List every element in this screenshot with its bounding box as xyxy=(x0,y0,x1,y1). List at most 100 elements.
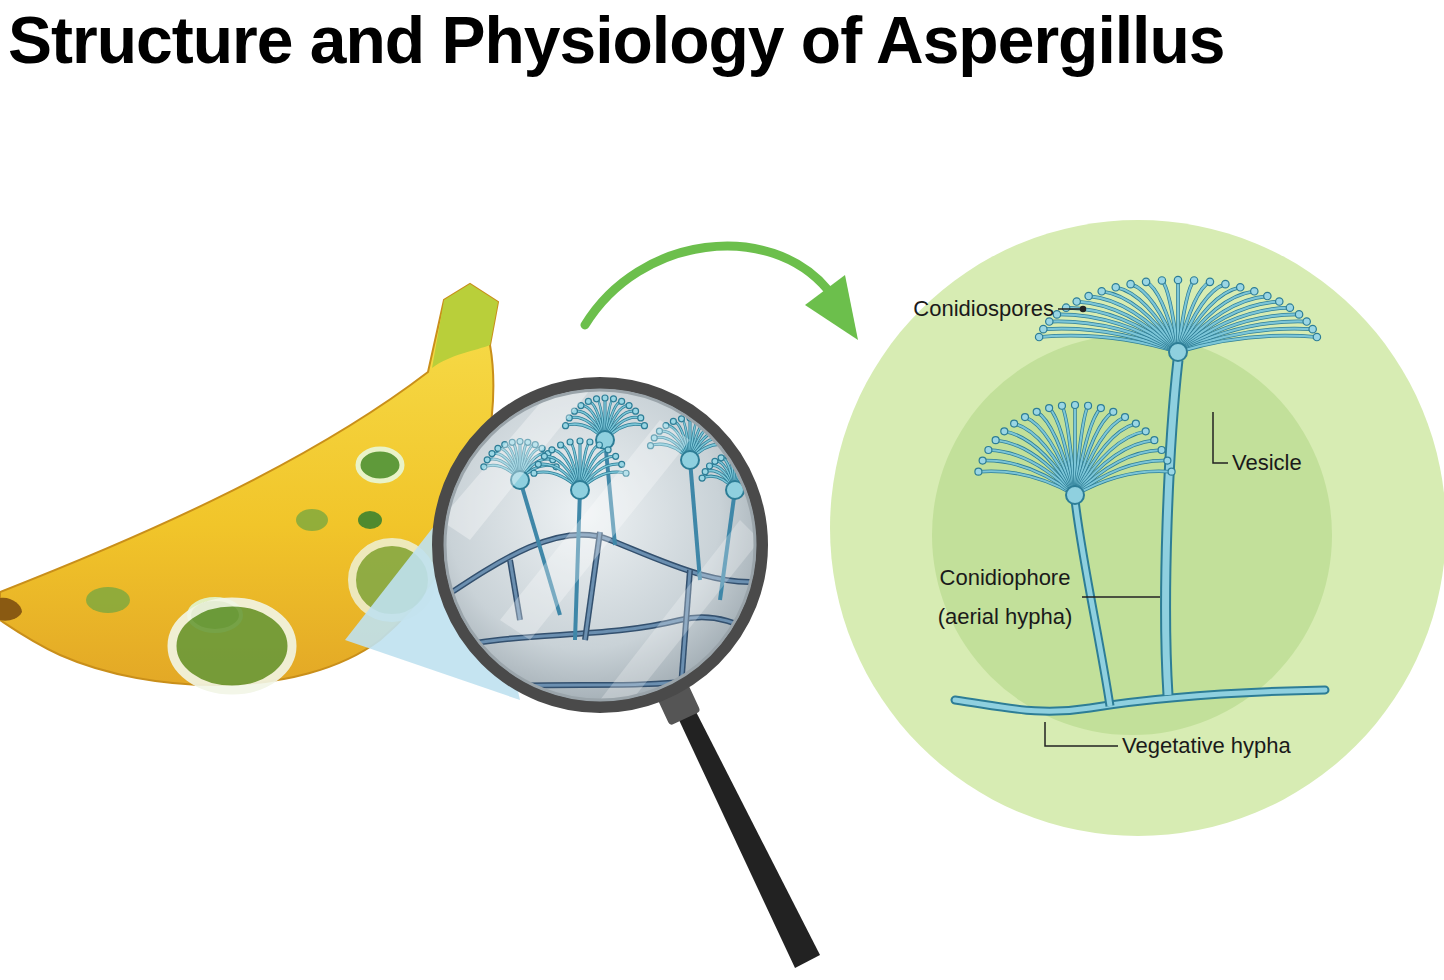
conidiospore xyxy=(1073,298,1080,305)
conidiospore xyxy=(549,447,555,453)
conidiospore xyxy=(1222,280,1229,287)
leader-lines xyxy=(1045,722,1118,746)
conidiospore xyxy=(1058,402,1065,409)
phialide xyxy=(1131,284,1178,352)
conidiospore xyxy=(1251,288,1258,295)
conidiospore xyxy=(707,463,713,469)
conidiospore xyxy=(699,475,705,481)
green-arrow xyxy=(585,246,858,340)
conidiospore xyxy=(1142,428,1149,435)
conidiospore xyxy=(577,438,583,444)
part-label: Conidiophore (aerial hypha) xyxy=(925,558,1085,636)
conidiospore xyxy=(752,458,758,464)
conidiospore xyxy=(757,463,763,469)
conidiospore xyxy=(1127,280,1134,287)
conidiospore xyxy=(558,442,564,448)
phialide xyxy=(1062,406,1075,495)
magnifier xyxy=(445,390,755,700)
conidiospore xyxy=(1132,420,1139,427)
conidiospore xyxy=(605,447,611,453)
aspergillus-detail xyxy=(1075,500,1110,706)
leader-lines xyxy=(1213,412,1228,463)
leader-lines xyxy=(1058,308,1080,310)
conidiospore xyxy=(1001,428,1008,435)
part-label: Vegetative hypha xyxy=(1122,732,1291,760)
banana xyxy=(296,509,328,531)
conidiospore xyxy=(1085,292,1092,299)
conidiospore xyxy=(1142,278,1149,285)
conidiospore xyxy=(1098,288,1105,295)
conidiospore xyxy=(1112,284,1119,291)
conidiospore xyxy=(1264,292,1271,299)
conidiospore xyxy=(1097,405,1104,412)
banana xyxy=(358,449,402,481)
conidiospore xyxy=(1072,402,1079,409)
phialide xyxy=(1162,280,1178,352)
conidiospore xyxy=(1309,325,1316,332)
conidiospore xyxy=(765,475,771,481)
conidiospore xyxy=(531,470,537,476)
green-background xyxy=(830,220,1444,836)
conidiospore xyxy=(1190,277,1197,284)
aspergillus-detail xyxy=(955,690,1325,711)
conidiospore xyxy=(1110,408,1117,415)
conidiospore xyxy=(1053,311,1060,318)
phialide xyxy=(1178,329,1313,352)
phialide xyxy=(1131,284,1178,352)
magnifier xyxy=(438,383,762,707)
green-background xyxy=(830,220,1444,836)
lens-glare xyxy=(500,420,690,640)
conidiospore xyxy=(563,423,569,429)
part-label: Vesicle xyxy=(1232,449,1302,477)
vesicle xyxy=(571,481,589,499)
conidiospore xyxy=(1022,414,1029,421)
conidiospore xyxy=(1011,420,1018,427)
conidiospore xyxy=(992,437,999,444)
phialide xyxy=(1178,336,1317,352)
conidiospore xyxy=(746,455,752,461)
magnifier xyxy=(672,700,820,968)
conidiospore xyxy=(1164,457,1171,464)
magnifier xyxy=(438,380,820,968)
conidiospore xyxy=(610,396,616,402)
conidiospore xyxy=(619,398,625,404)
green-arrow xyxy=(805,275,858,340)
conidiospore xyxy=(679,416,685,422)
conidiospore xyxy=(1035,333,1042,340)
conidiospore xyxy=(1286,304,1293,311)
conidiospore xyxy=(1303,318,1310,325)
aspergillus-detail xyxy=(955,276,1325,711)
phialide xyxy=(1178,329,1313,352)
banana xyxy=(86,587,130,613)
leader-lines xyxy=(1045,307,1228,747)
conidiospore xyxy=(1276,298,1283,305)
conidiospore xyxy=(594,396,600,402)
green-arrow xyxy=(585,246,828,325)
conidiospore xyxy=(641,423,647,429)
conidiospore xyxy=(1313,333,1320,340)
conidiospore xyxy=(489,451,495,457)
leader-lines xyxy=(1082,596,1160,598)
conidiospore xyxy=(762,469,768,475)
banana xyxy=(432,284,498,368)
aspergillus-detail xyxy=(955,690,1325,711)
aspergillus-detail xyxy=(1166,360,1178,695)
conidiospore xyxy=(613,453,619,459)
conidiospore xyxy=(1151,437,1158,444)
conidiospore xyxy=(1237,284,1244,291)
banana xyxy=(172,602,292,690)
phialide xyxy=(1178,336,1317,352)
banana xyxy=(0,598,22,621)
green-background xyxy=(932,335,1332,735)
conidiospore xyxy=(712,458,718,464)
phialide xyxy=(1075,471,1172,495)
phialide xyxy=(1162,280,1178,352)
conidiospore xyxy=(602,395,608,401)
conidiospore xyxy=(979,457,986,464)
conidiospore xyxy=(638,415,644,421)
mini-conidiophore xyxy=(690,460,700,580)
magnifier xyxy=(438,383,762,707)
conidiospore xyxy=(541,453,547,459)
aspergillus-detail xyxy=(1166,360,1178,695)
leader-lines xyxy=(1081,307,1086,312)
